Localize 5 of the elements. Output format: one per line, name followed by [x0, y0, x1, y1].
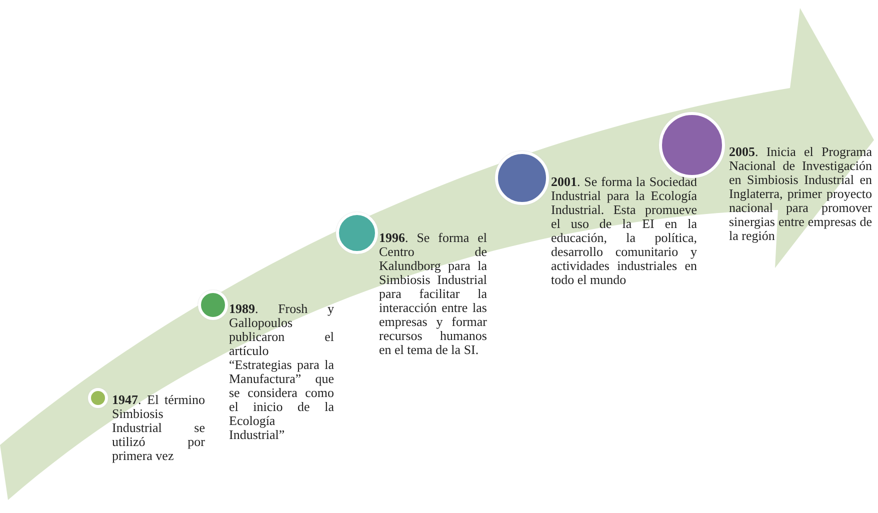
timeline-entry-text: 2001. Se forma la Sociedad Industrial para la Ecología Industrial. Esta promueve el uso de la EI en la educación, la política, desarrollo comunitario y actividades industriales en todo el mundo: [551, 175, 697, 287]
timeline-entry-text: 1947. El término Simbiosis Industrial se utilizó por primera vez: [112, 393, 205, 463]
timeline-entry-text: 2005. Inicia el Programa Nacional de Investigación en Simbiosis Industrial en Inglaterra, primer proyecto nacional para promover sinergias entre empresas de la región: [729, 145, 872, 243]
timeline-entry-text: 1996. Se forma el Centro de Kalundborg para la Simbiosis Industrial para facilitar la interacción entre las empresas y formar recursos humanos en el tema de la SI.: [379, 231, 487, 357]
timeline-entry-text: 1989. Frosh y Gallopoulos publicaron el artículo “Estrategias para la Manufactura” que se considera como el inicio de la Ecología Industrial”: [229, 302, 334, 442]
